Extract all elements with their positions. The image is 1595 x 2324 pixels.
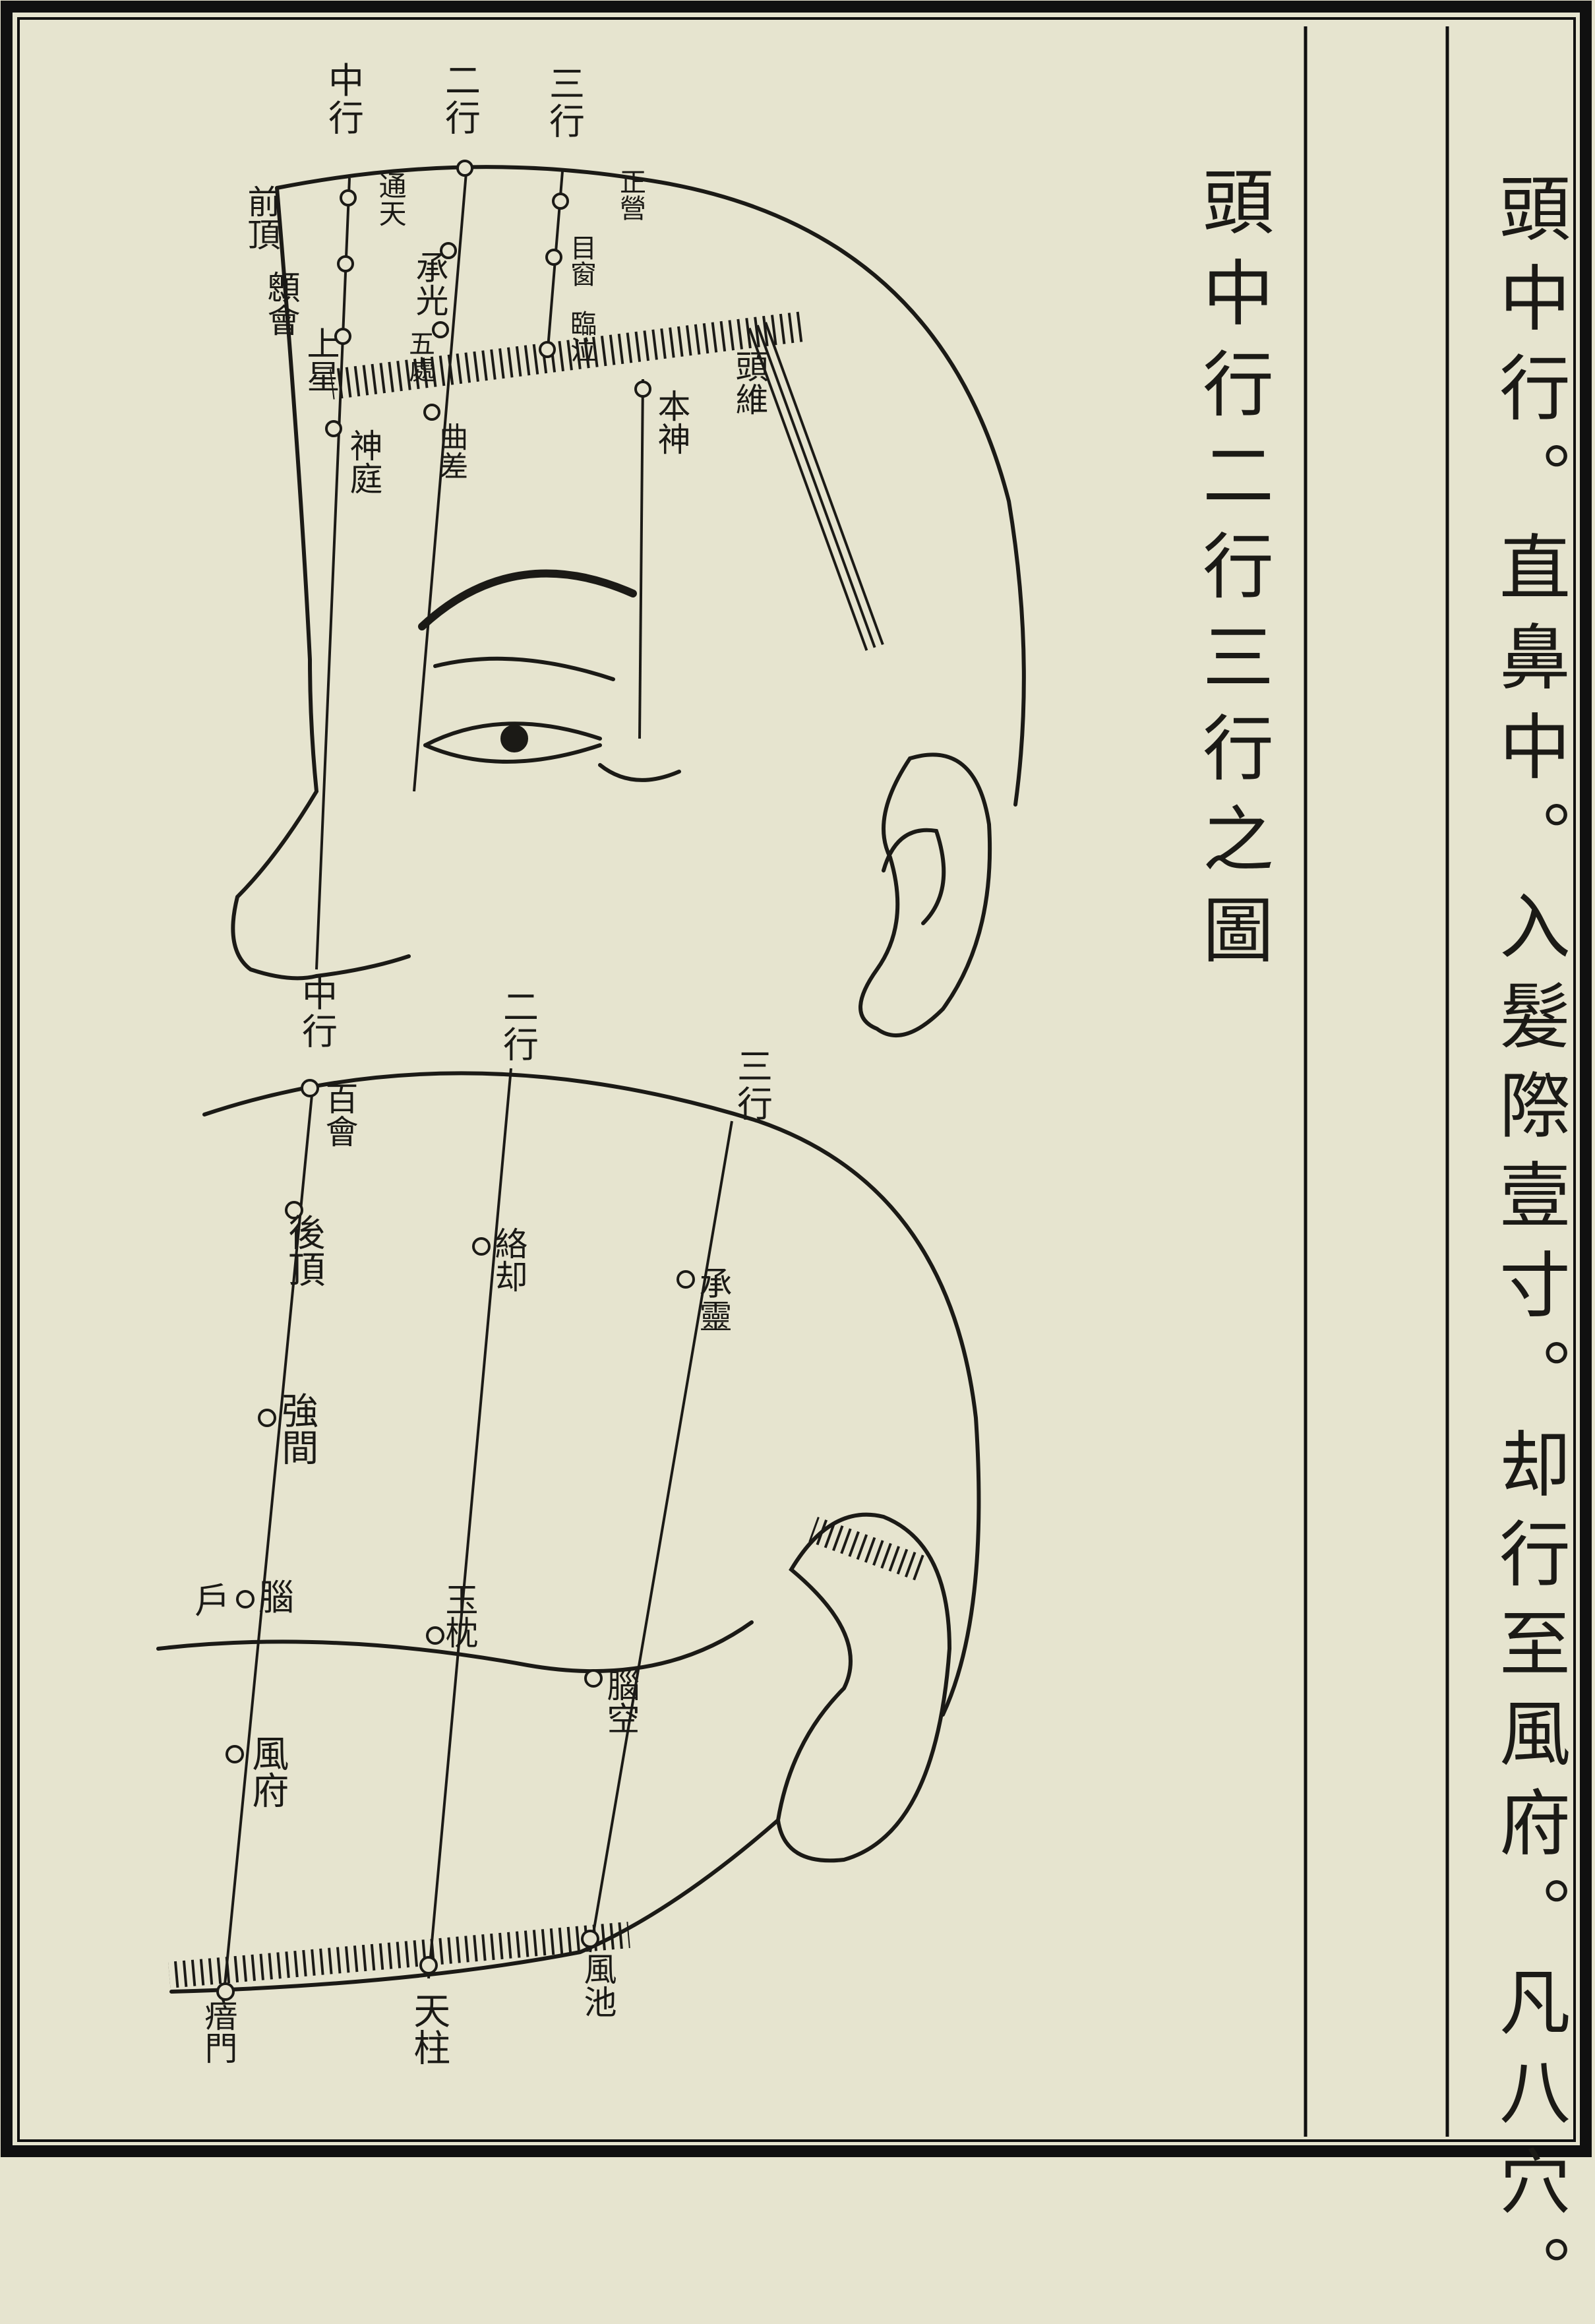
- upper-line-middle: [316, 178, 349, 969]
- point-feng-chi: 風池: [580, 1952, 615, 2018]
- point-qu-cha: 曲差: [435, 422, 466, 480]
- point-yu-zhen: 玉枕: [442, 1583, 477, 1649]
- upper-ear-inner: [884, 830, 944, 923]
- point-nao-hu-a: 戶: [195, 1583, 230, 1620]
- upper-crown-outline: [277, 167, 1024, 805]
- upper-ear: [860, 754, 990, 1035]
- page-title: 頭中行二行三行之圖: [1180, 165, 1283, 984]
- point-nao-kong: 腦空: [603, 1668, 638, 1734]
- lower-label-middle: 中行: [300, 976, 340, 1051]
- point-luo-que: 絡却: [491, 1227, 526, 1293]
- point-cheng-ling: 承靈: [696, 1266, 731, 1332]
- point-shang-xing: 上星: [303, 326, 338, 392]
- lower-label-third: 三行: [735, 1049, 775, 1123]
- point-tou-wei: 頭維: [732, 350, 767, 415]
- lower-label-second: 二行: [501, 989, 541, 1064]
- upper-cheek: [600, 765, 679, 780]
- point-qian-ding: 前頂: [244, 185, 279, 251]
- point-shen-ting: 神庭: [346, 429, 381, 495]
- point-tian-zhu: 天柱: [409, 1992, 448, 2065]
- point-cheng-guang: 承光: [412, 251, 447, 317]
- point-mu-chuang: 目窗: [567, 234, 595, 287]
- woodblock-page: 頭中行二行三行之圖 頭中行。直鼻中。入髮際壹寸。却行至風府。凡八穴。 中行 二行…: [0, 0, 1595, 2158]
- upper-eye-fold: [435, 659, 613, 679]
- point-ya-men: 瘖門: [201, 1998, 236, 2064]
- side-description: 頭中行。直鼻中。入髮際壹寸。却行至風府。凡八穴。: [1477, 171, 1580, 2324]
- point-bai-hui: 百會: [322, 1082, 357, 1147]
- upper-label-second: 二行: [443, 63, 483, 137]
- point-feng-fu: 風府: [247, 1734, 286, 1808]
- point-xin-hui: 顖會: [264, 270, 299, 336]
- point-qiang-jian: 強間: [277, 1391, 316, 1465]
- point-lin-qi: 臨泣: [567, 310, 595, 363]
- point-zheng-ying: 正營: [617, 168, 644, 221]
- point-ben-shen: 本神: [654, 389, 689, 455]
- point-wu-chu: 五處: [406, 330, 433, 382]
- point-tong-tian: 通天: [376, 171, 405, 227]
- upper-label-middle: 中行: [326, 63, 366, 137]
- illustration: [0, 0, 1595, 2158]
- point-nao-hu-b: 腦: [258, 1579, 294, 1617]
- lower-ear-hatch: [808, 1517, 929, 1582]
- lower-crown-outline: [204, 1073, 978, 1715]
- upper-eye-pupil: [502, 727, 526, 750]
- point-hou-ding: 後頂: [284, 1213, 322, 1287]
- upper-brow: [422, 574, 633, 627]
- upper-head-drawing: [233, 167, 1024, 1035]
- upper-label-third: 三行: [547, 66, 587, 140]
- lower-line-second: [429, 1068, 511, 1978]
- upper-line-third-b: [640, 379, 643, 739]
- lower-line-third: [590, 1121, 732, 1952]
